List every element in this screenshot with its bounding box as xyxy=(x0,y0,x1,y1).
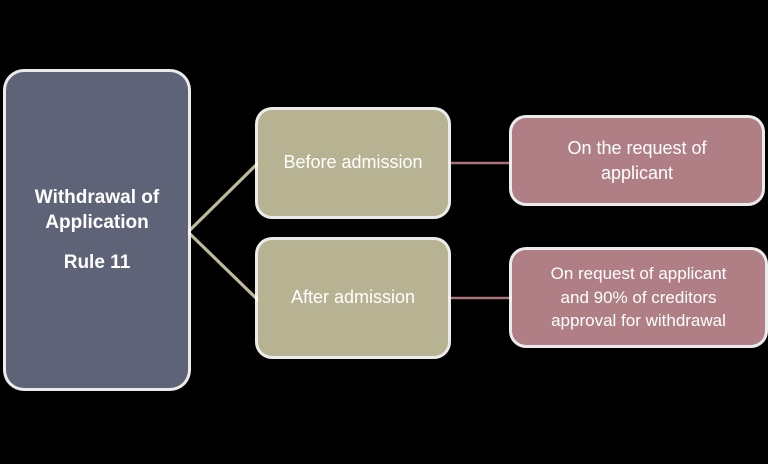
node-outcome-creditors-approval[interactable]: On request of applicant and 90% of credi… xyxy=(512,250,765,345)
node-outcome-1-label-group: On the request of applicant xyxy=(512,136,762,185)
node-before-admission-label-group: Before admission xyxy=(258,151,448,174)
node-root-label-line-1: Withdrawal of xyxy=(34,187,160,209)
connector-root-to-after xyxy=(186,230,260,302)
node-outcome-1-label-line-1: On the request of xyxy=(567,138,707,159)
node-outcome-2-label-line-3: approval for withdrawal xyxy=(551,311,726,331)
node-after-admission[interactable]: After admission xyxy=(258,240,448,356)
node-outcome-on-the-request-of-applicant[interactable]: On the request of applicant xyxy=(512,118,762,203)
node-after-admission-label-group: After admission xyxy=(258,286,448,309)
connector-root-to-before xyxy=(186,161,260,234)
node-before-admission-label: Before admission xyxy=(283,152,423,173)
node-root-label-group: Withdrawal of Application Rule 11 xyxy=(6,185,188,274)
node-outcome-1-label-line-2: applicant xyxy=(600,162,674,183)
node-after-admission-label: After admission xyxy=(290,287,416,308)
node-outcome-2-label-line-2: and 90% of creditors xyxy=(560,287,717,307)
node-outcome-2-label-line-1: On request of applicant xyxy=(550,264,727,284)
node-before-admission[interactable]: Before admission xyxy=(258,110,448,216)
node-root-label-spacer xyxy=(14,236,180,250)
node-root-label-line-3: Rule 11 xyxy=(63,251,131,273)
node-root-label-line-2: Application xyxy=(45,212,149,234)
node-withdrawal-of-application[interactable]: Withdrawal of Application Rule 11 xyxy=(6,72,188,388)
node-outcome-2-label-group: On request of applicant and 90% of credi… xyxy=(512,262,765,332)
